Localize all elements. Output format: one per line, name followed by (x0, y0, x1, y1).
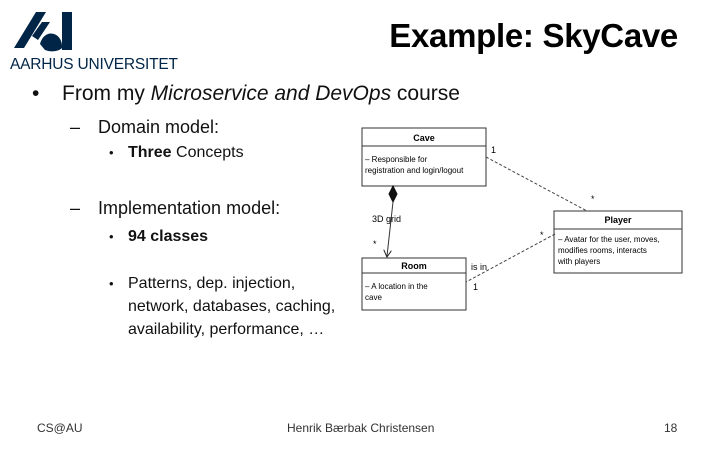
room-class-name: Room (401, 261, 427, 271)
bullet-classes: • 94 classes (109, 225, 209, 248)
multiplicity-star-room: * (373, 239, 377, 249)
footer-affiliation: CS@AU (37, 421, 83, 435)
bullet-prefix: From my (62, 82, 151, 105)
player-resp-line3: with players (557, 257, 600, 266)
cave-class-box: Cave – Responsible for registration and … (361, 127, 487, 187)
bullet-dot: • (109, 145, 114, 160)
bullet-domain-model: –Domain model: (70, 117, 219, 138)
dash-marker: – (70, 198, 81, 218)
room-resp-line1: – A location in the (365, 282, 428, 291)
composition-diamond-icon (388, 184, 398, 204)
room-class-box: Room – A location in the cave (361, 257, 467, 311)
footer-author: Henrik Bærbak Christensen (287, 421, 435, 435)
dash-marker: – (70, 117, 81, 137)
multiplicity-star-player-left: * (540, 230, 544, 240)
university-logo: AARHUS UNIVERSITET (8, 6, 178, 74)
player-resp-line1: – Avatar for the user, moves, (558, 235, 660, 244)
grid-label: 3D grid (372, 214, 401, 224)
cave-class-name: Cave (413, 133, 435, 143)
classes-count: 94 classes (128, 228, 209, 245)
room-resp-line2: cave (365, 293, 382, 302)
bullet-italic: Microservice and DevOps (150, 82, 392, 105)
footer-page-number: 18 (664, 421, 678, 435)
bullet-patterns: • Patterns, dep. injection, network, dat… (109, 272, 338, 341)
multiplicity-one-room: 1 (473, 282, 478, 292)
university-name: AARHUS UNIVERSITET (10, 56, 178, 73)
is-in-label: is in (471, 262, 487, 272)
slide-title: Example: SkyCave (389, 17, 678, 54)
association-player-room (465, 233, 556, 283)
multiplicity-one-cave: 1 (491, 145, 496, 155)
three-bold: Three (128, 144, 172, 161)
player-resp-line2: modifies rooms, interacts (558, 246, 647, 255)
bullet-three-concepts: • Three Concepts (109, 141, 244, 164)
domain-model-diagram: Cave – Responsible for registration and … (361, 127, 683, 311)
domain-model-label: Domain model: (98, 117, 220, 137)
bullet-item-course: • From my Microservice and DevOps course (32, 82, 460, 106)
association-cave-player (485, 156, 588, 212)
bullet-dot: • (109, 276, 114, 291)
cave-resp-line1: – Responsible for (365, 155, 428, 164)
bullet-dot: • (109, 229, 114, 244)
patterns-text: Patterns, dep. injection, network, datab… (128, 275, 336, 338)
composition-cave-room (387, 184, 398, 256)
multiplicity-star-player-top: * (591, 194, 595, 204)
cave-resp-line2: registration and login/logout (365, 166, 464, 175)
bullet-suffix: course (391, 82, 460, 105)
bullet-dot: • (32, 82, 40, 105)
bullet-implementation-model: –Implementation model: (70, 198, 280, 219)
player-class-name: Player (604, 215, 632, 225)
concepts-text: Concepts (171, 144, 244, 161)
player-class-box: Player – Avatar for the user, moves, mod… (553, 210, 683, 274)
implementation-model-label: Implementation model: (98, 198, 281, 218)
au-seal-icon (14, 12, 72, 52)
